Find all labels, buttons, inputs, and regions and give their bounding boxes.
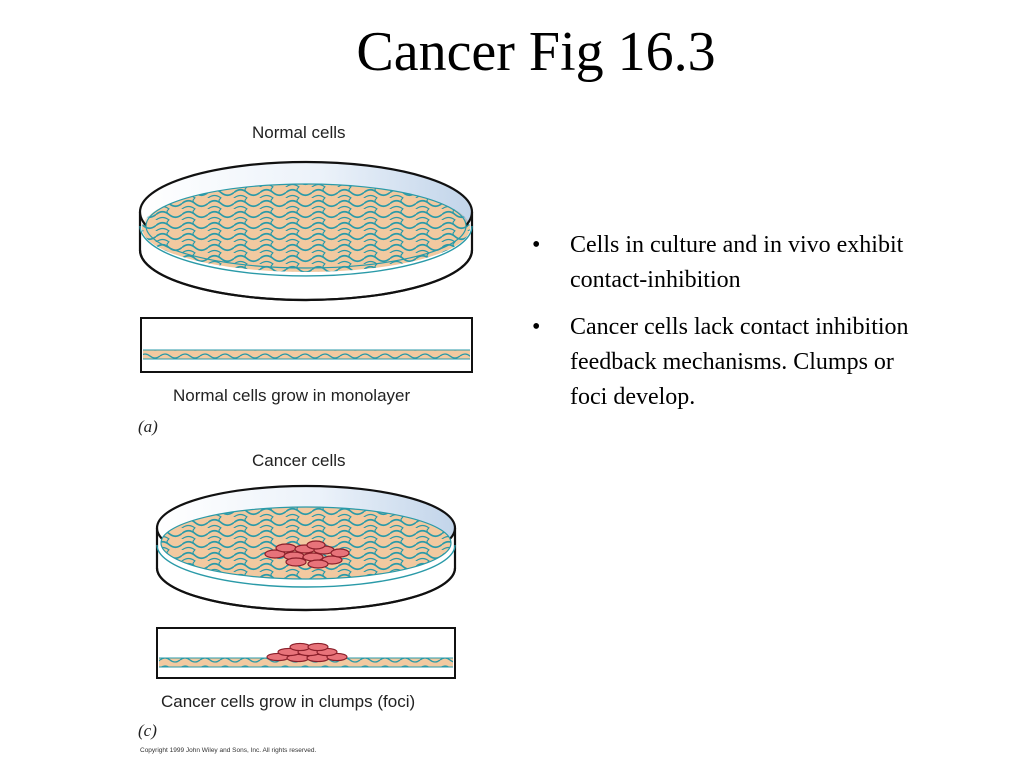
cancer-foci-stack bbox=[266, 642, 348, 663]
cancer-cells-caption: Cancer cells grow in clumps (foci) bbox=[161, 692, 416, 711]
panel-letter-a: (a) bbox=[138, 417, 158, 436]
bullet-text: Cells in culture and in vivo exhibit con… bbox=[570, 232, 904, 293]
normal-cells-dish bbox=[138, 160, 474, 302]
normal-cells-caption: Normal cells grow in monolayer bbox=[173, 386, 411, 405]
bullet-item: • Cells in culture and in vivo exhibit c… bbox=[532, 228, 932, 298]
bullet-list: • Cells in culture and in vivo exhibit c… bbox=[532, 228, 932, 427]
bullet-text: Cancer cells lack contact inhibition fee… bbox=[570, 314, 909, 410]
bullet-glyph: • bbox=[532, 232, 541, 258]
cancer-cross-section bbox=[156, 627, 456, 679]
slide-title: Cancer Fig 16.3 bbox=[356, 21, 716, 83]
cancer-cells-heading: Cancer cells bbox=[252, 451, 346, 470]
cancer-cell-clump bbox=[264, 540, 350, 569]
bullet-item: • Cancer cells lack contact inhibition f… bbox=[532, 310, 932, 415]
panel-letter-c: (c) bbox=[138, 721, 157, 740]
normal-cross-section bbox=[140, 317, 473, 373]
copyright-notice: Copyright 1999 John Wiley and Sons, Inc.… bbox=[140, 747, 317, 754]
bullet-glyph: • bbox=[532, 314, 541, 340]
normal-cells-heading: Normal cells bbox=[252, 123, 346, 142]
cancer-cells-dish bbox=[155, 484, 457, 612]
